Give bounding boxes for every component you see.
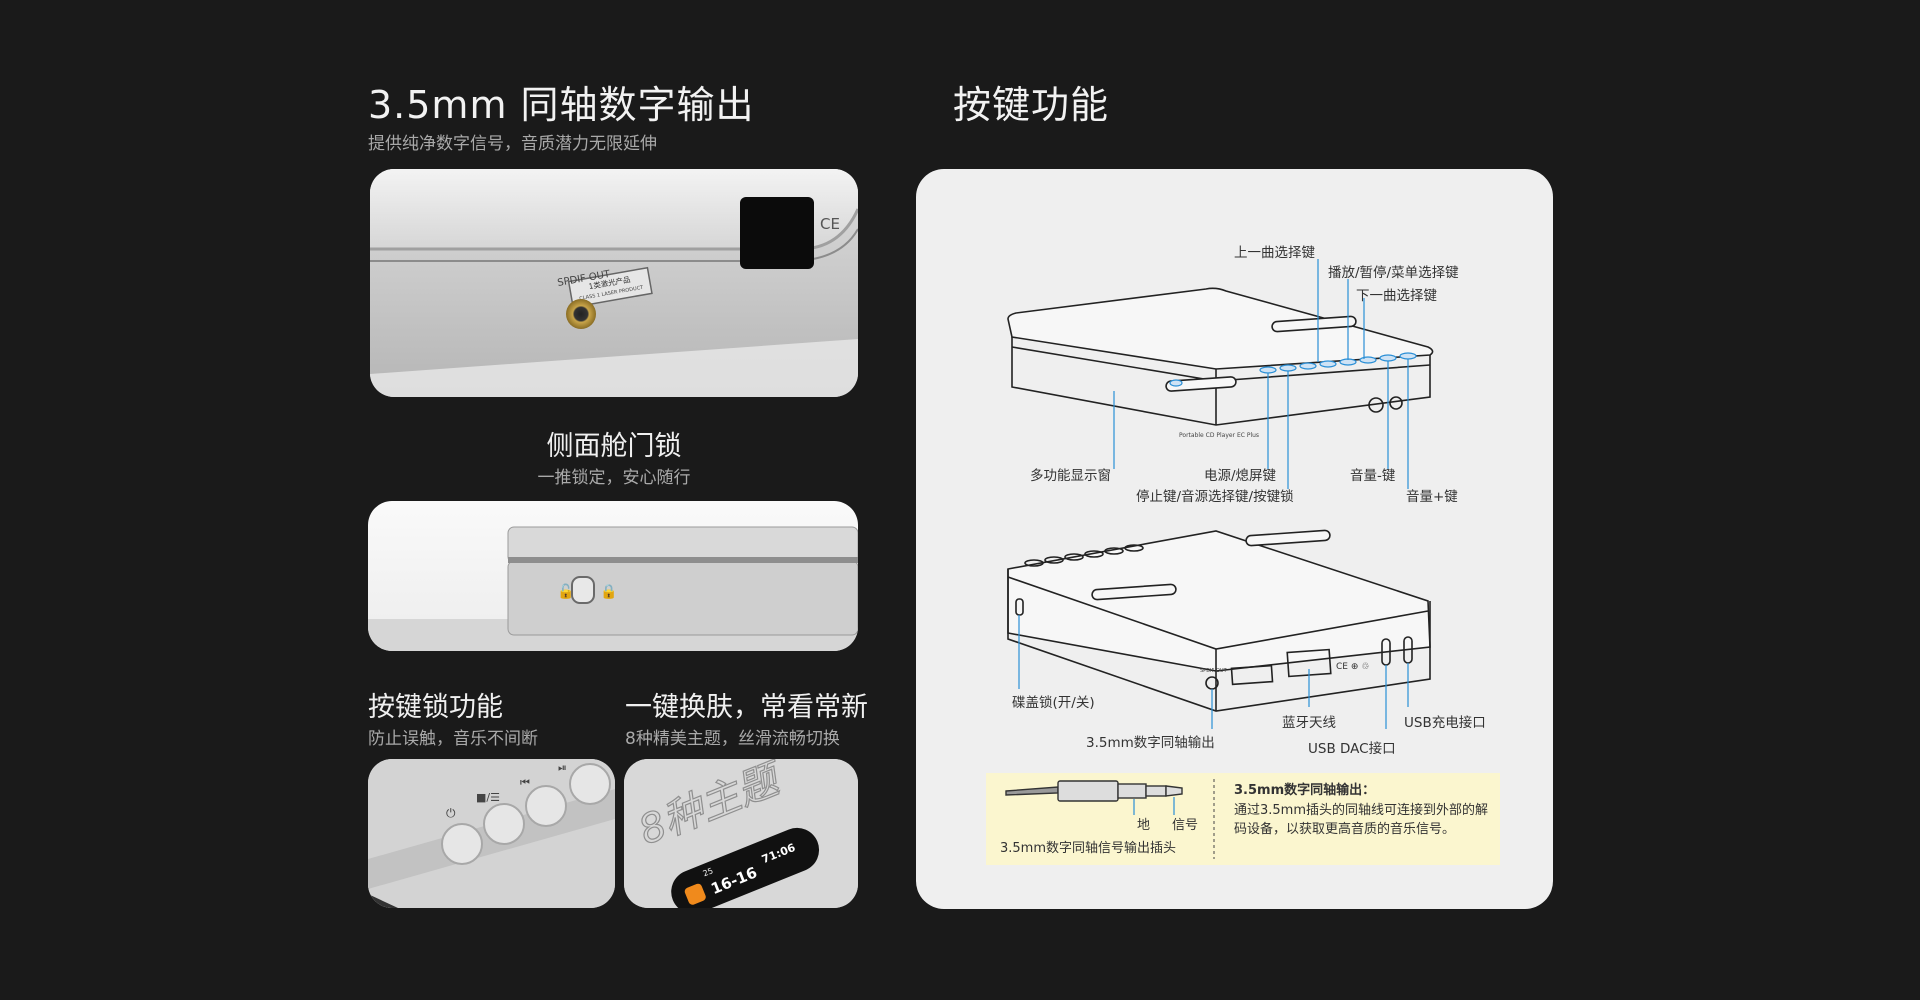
section-subtitle-coax: 提供纯净数字信号，音质潜力无限延伸 (368, 134, 657, 154)
section-title-door-lock: 侧面舱门锁 (546, 431, 682, 462)
note-heading: 3.5mm数字同轴输出： (1234, 783, 1376, 798)
note-body: 通过3.5mm插头的同轴线可连接到外部的解码设备，以获取更高音质的音乐信号。 (1234, 803, 1489, 837)
theme-indicator-icon (684, 883, 706, 905)
section-subtitle-key-lock: 防止误触，音乐不间断 (368, 729, 538, 749)
section-title-key-lock: 按键锁功能 (368, 692, 503, 723)
section-subtitle-door-lock: 一推锁定，安心随行 (537, 468, 691, 488)
label-prev-track: 上一曲选择键 (1234, 245, 1315, 261)
label-display-window: 多功能显示窗 (1030, 468, 1111, 484)
spdif-photo: CE 1类激光产品 CLASS 1 LASER PRODUCT SPDIF OU… (370, 169, 858, 397)
label-next-track: 下一曲选择键 (1356, 288, 1437, 304)
plug-ground-label: 地 (1137, 818, 1151, 833)
rewind-icon: ⏮ (520, 776, 530, 789)
unlock-icon: 🔓 (557, 583, 574, 600)
power-icon: ⏻ (446, 806, 456, 820)
label-usb-charge: USB充电接口 (1404, 715, 1486, 731)
spdif-jack-icon (566, 299, 596, 329)
label-disc-lock: 碟盖锁(开/关) (1012, 695, 1095, 711)
ce-small-icon: CE ⊕ ♲ (1336, 662, 1369, 672)
stop-button-icon (441, 823, 483, 865)
next-button-icon (569, 763, 611, 805)
label-power: 电源/熄屏键 (1204, 468, 1277, 484)
door-lock-photo: 🔓 🔒 (368, 501, 858, 651)
theme-photo: 8种主题 25 16-16 71:06 (624, 759, 858, 908)
play-button-icon (525, 785, 567, 827)
label-play-pause: 播放/暂停/菜单选择键 (1328, 265, 1459, 281)
play-pause-icon: ⏯ (558, 761, 567, 774)
device-text: Portable CD Player EC Plus (1179, 432, 1259, 439)
lock-icon: 🔒 (600, 584, 617, 600)
coax-note-box: 地 信号 3.5mm数字同轴信号输出插头 3.5mm数字同轴输出： 通过3.5m… (986, 773, 1500, 865)
key-function-title: 按键功能 (953, 83, 1110, 127)
label-volume-up: 音量+键 (1406, 489, 1458, 505)
section-subtitle-themes: 8种精美主题，丝滑流畅切换 (625, 729, 840, 749)
label-volume-down: 音量-键 (1350, 468, 1396, 484)
stop-menu-icon: ■/☰ (476, 791, 500, 804)
door-lock-slider-icon (571, 576, 595, 604)
section-title-themes: 一键换肤，常看常新 (625, 692, 868, 723)
label-usb-dac: USB DAC接口 (1308, 741, 1396, 757)
key-lock-photo: ⏻ ■/☰ ⏮ ⏯ (368, 759, 615, 908)
label-coax-output: 3.5mm数字同轴输出 (1086, 735, 1215, 751)
key-function-diagram: Portable CD Player EC Plus (916, 169, 1553, 909)
display-screen (671, 827, 820, 908)
label-stop-source-lock: 停止键/音源选择键/按键锁 (1136, 489, 1294, 505)
label-bluetooth-antenna: 蓝牙天线 (1282, 715, 1336, 731)
plug-caption: 3.5mm数字同轴信号输出插头 (1000, 841, 1177, 856)
ce-mark: CE (820, 215, 840, 233)
screen-top-value: 25 (702, 866, 715, 878)
prev-button-icon (483, 803, 525, 845)
section-title-coax: 3.5mm 同轴数字输出 (368, 83, 755, 127)
spdif-small-label: SPDIF OUT (1200, 668, 1228, 674)
plug-signal-label: 信号 (1172, 818, 1199, 833)
